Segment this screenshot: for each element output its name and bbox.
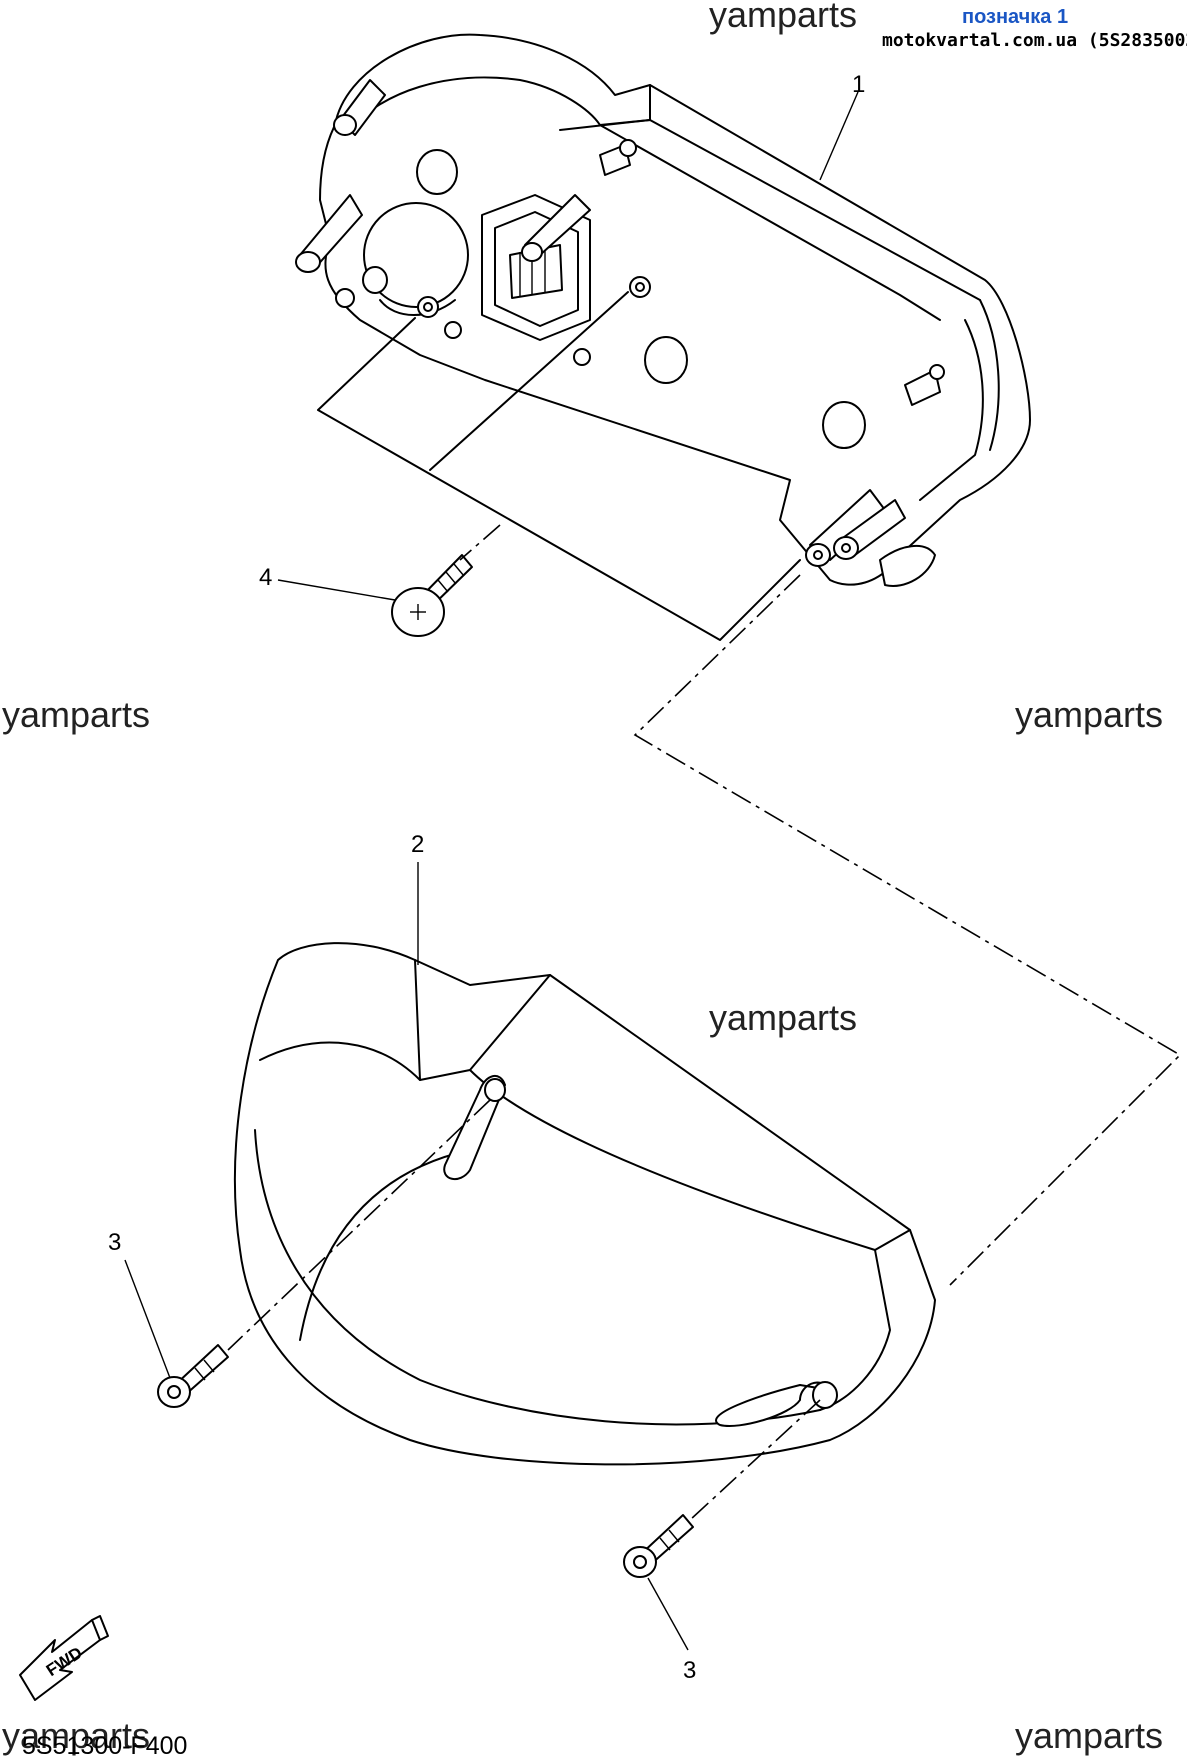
- meter-cover-part-2: [233, 942, 936, 1466]
- callout-4: 4: [259, 564, 272, 591]
- watermark-middle: yamparts: [709, 997, 857, 1038]
- screw-part-4: [391, 554, 473, 637]
- assembly-lines: [227, 291, 1182, 1521]
- watermark-top: yamparts: [709, 0, 857, 35]
- watermark-bottom-right: yamparts: [1015, 1715, 1163, 1756]
- callout-2: 2: [411, 831, 424, 858]
- watermark-right: yamparts: [1015, 694, 1163, 735]
- screw-part-3-bottom: [623, 1514, 694, 1578]
- meter-assembly-part-1: [295, 33, 1031, 587]
- watermarks: yamparts yamparts yamparts yamparts yamp…: [2, 0, 1163, 1756]
- mark-label: позначка 1: [962, 6, 1068, 28]
- diagram-code: 5S51300-F400: [22, 1732, 187, 1760]
- callouts: 1 2 4 3 3: [108, 71, 865, 1684]
- callout-3-bottom: 3: [683, 1657, 696, 1684]
- screw-part-3-left: [157, 1344, 229, 1408]
- callout-3-left: 3: [108, 1229, 121, 1256]
- watermark-bottom-left: yamparts: [2, 1715, 150, 1756]
- watermark-left: yamparts: [2, 694, 150, 735]
- callout-1: 1: [852, 71, 865, 98]
- fwd-arrow-icon: FWD: [19, 1615, 109, 1701]
- shop-line: motokvartal.com.ua (5S2835002000): [882, 30, 1187, 51]
